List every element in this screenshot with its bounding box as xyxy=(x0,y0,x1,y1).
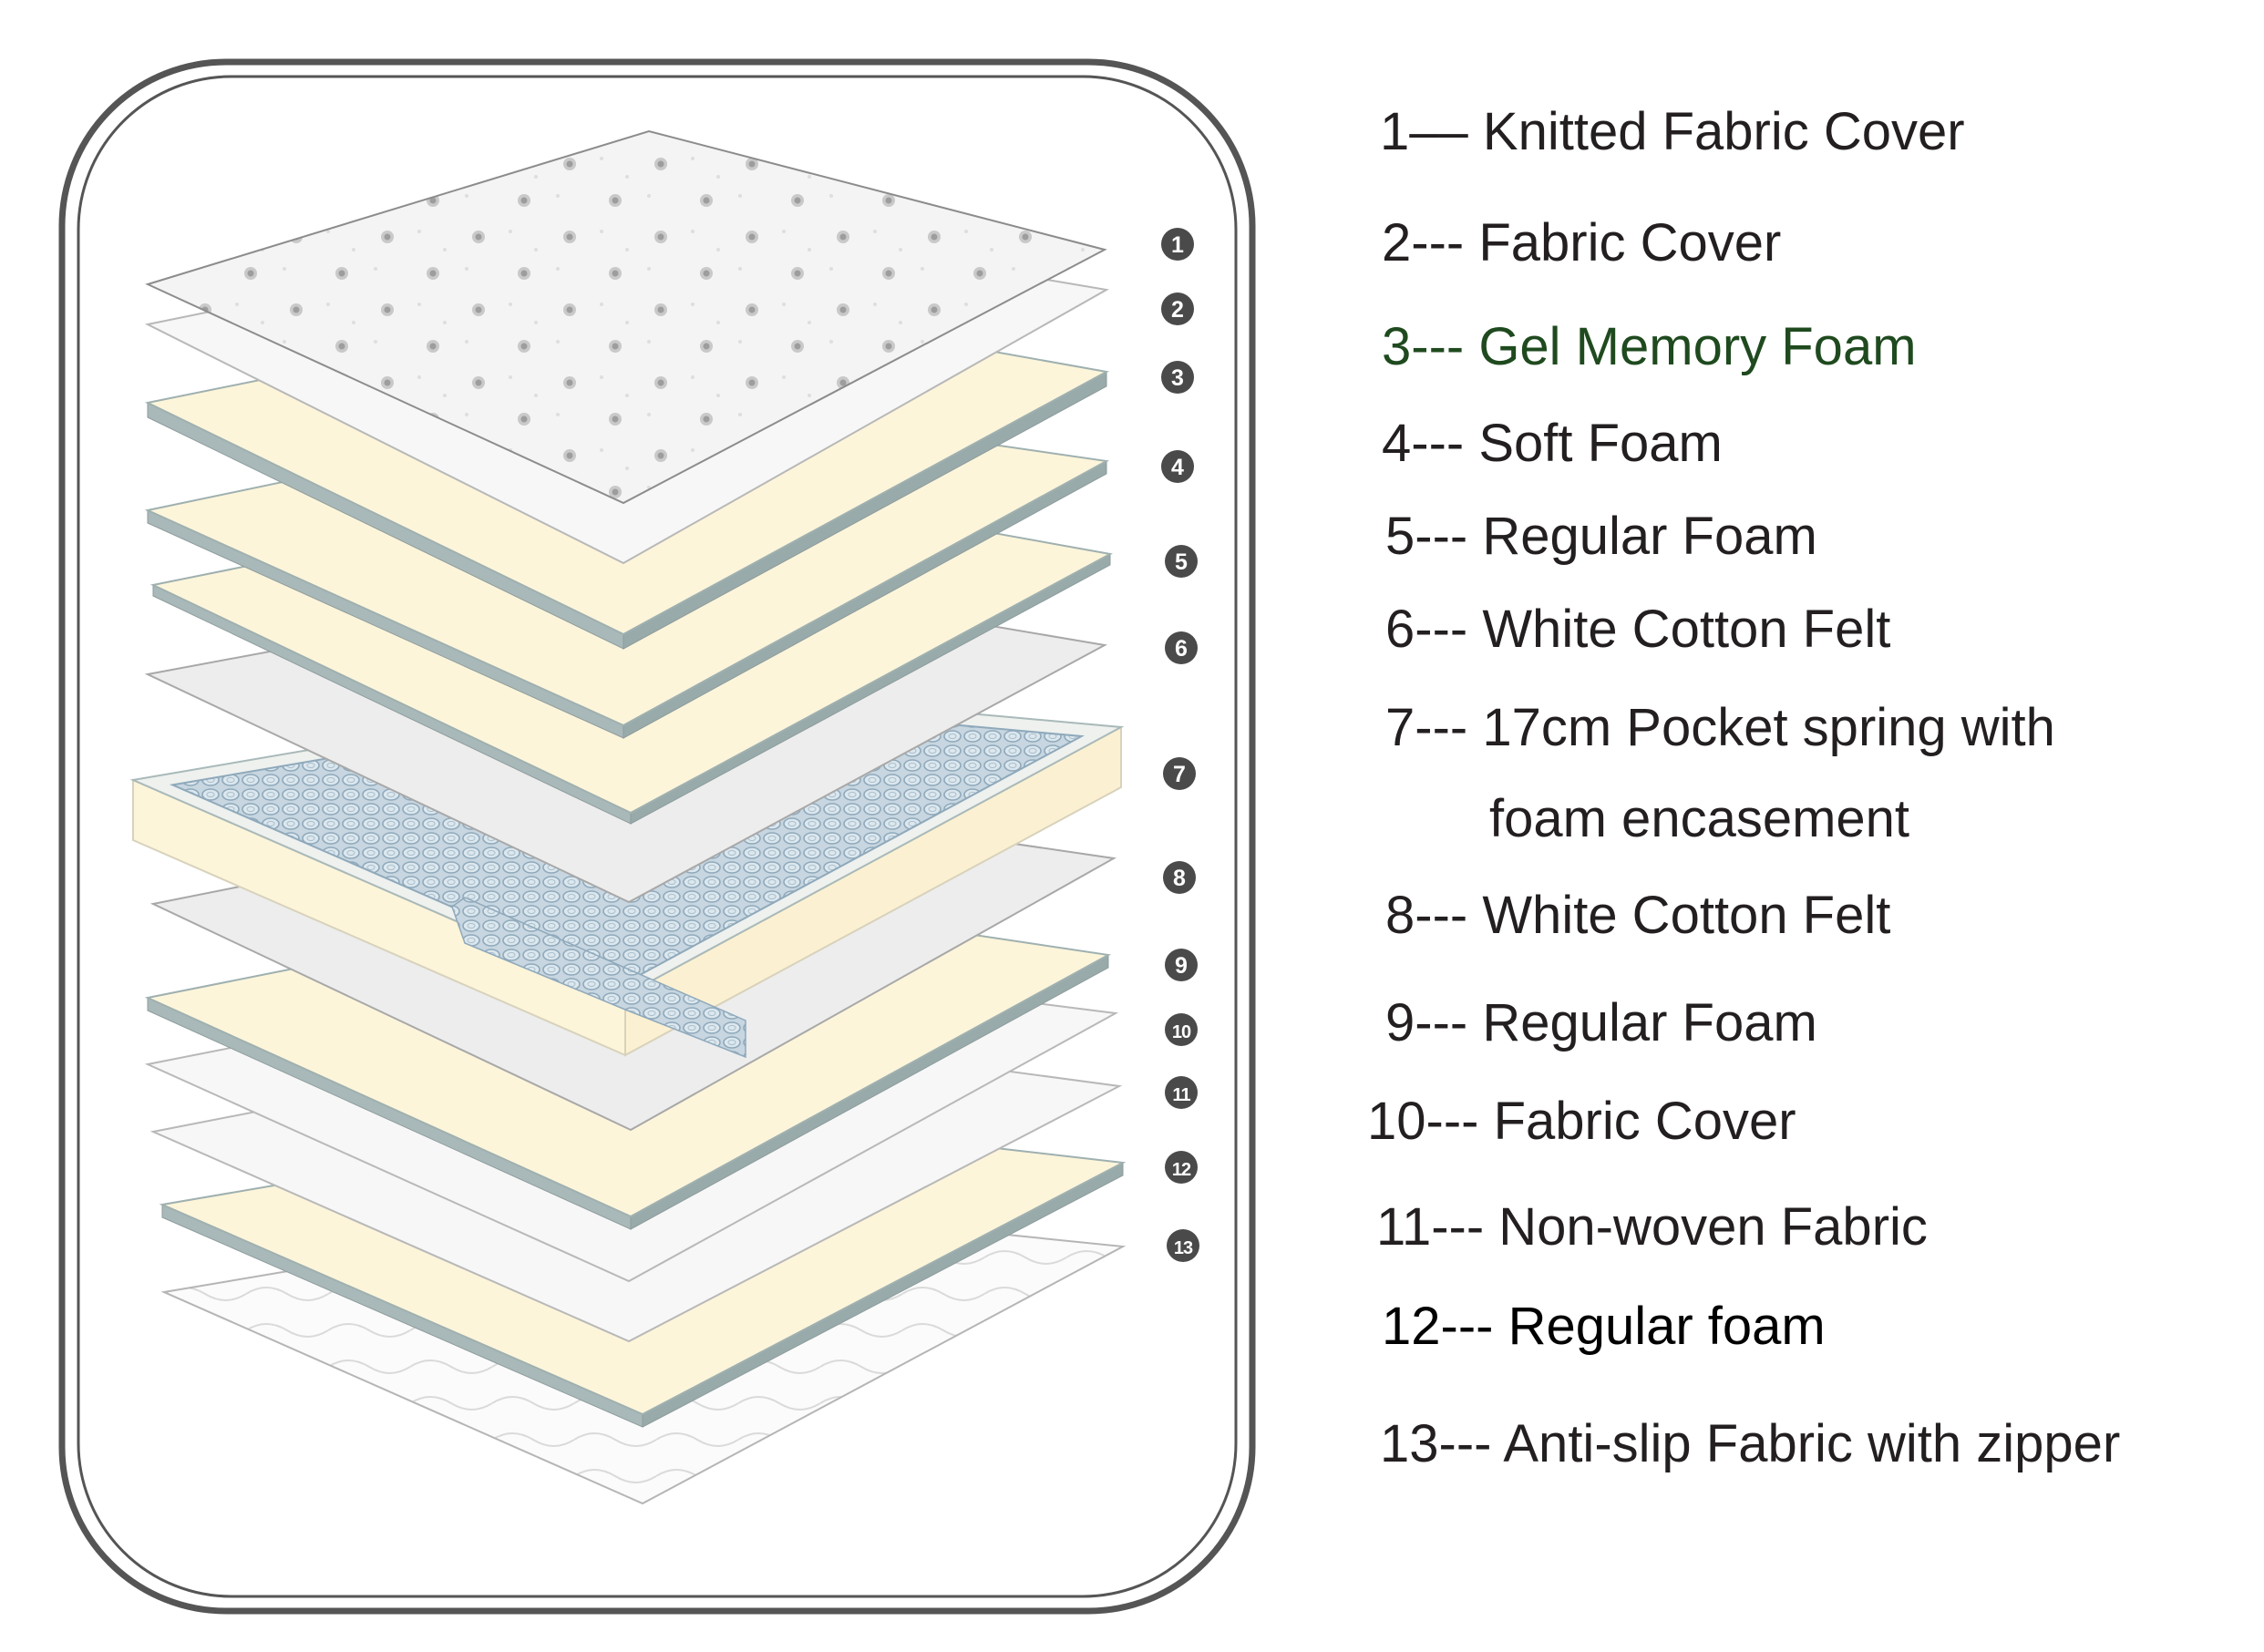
badge-number: 12 xyxy=(1172,1160,1191,1180)
badge-number: 5 xyxy=(1175,549,1188,575)
legend-item: 10--- Fabric Cover xyxy=(1367,1092,1796,1151)
badge-circle xyxy=(1163,757,1196,790)
badge-number: 8 xyxy=(1173,866,1186,891)
layer-top-face xyxy=(145,129,1107,505)
legend-item: 11--- Non-woven Fabric xyxy=(1376,1197,1928,1257)
mattress-layers xyxy=(129,129,1127,1505)
legend-item: 3--- Gel Memory Foam xyxy=(1382,317,1917,376)
legend-item: 7--- 17cm Pocket spring with xyxy=(1385,698,2055,757)
layer-badge: 9 xyxy=(1165,949,1198,981)
badge-number: 1 xyxy=(1171,232,1184,258)
legend-item: 6--- White Cotton Felt xyxy=(1385,600,1890,659)
badge-circle xyxy=(1163,861,1196,894)
badge-circle xyxy=(1161,450,1194,483)
spring-cutaway xyxy=(451,897,746,1059)
badge-number: 11 xyxy=(1172,1085,1190,1105)
layer-badge: 13 xyxy=(1167,1229,1199,1262)
layer-knitted xyxy=(145,129,1107,505)
badge-circle xyxy=(1161,292,1194,325)
badge-circle xyxy=(1165,545,1198,578)
layer-badge: 5 xyxy=(1165,545,1198,578)
legend-item: 2--- Fabric Cover xyxy=(1382,213,1781,272)
badge-circle xyxy=(1161,228,1194,261)
badge-number: 6 xyxy=(1175,636,1188,662)
legend-item: 13--- Anti-slip Fabric with zipper xyxy=(1380,1414,2120,1473)
badge-number: 7 xyxy=(1173,762,1186,787)
frame-outer xyxy=(58,58,1256,1615)
legend: 1–– Knitted Fabric Cover 2--- Fabric Cove… xyxy=(1367,102,2120,1473)
legend-item: 4--- Soft Foam xyxy=(1382,414,1723,473)
legend-item: 8--- White Cotton Felt xyxy=(1385,886,1890,945)
badge-number: 9 xyxy=(1175,953,1188,979)
badge-number: 13 xyxy=(1174,1238,1193,1258)
legend-item: 12--- Regular foam xyxy=(1382,1297,1826,1356)
badge-number: 4 xyxy=(1171,455,1184,480)
layer-badge: 2 xyxy=(1161,292,1194,325)
layer-badge: 10 xyxy=(1165,1013,1198,1046)
badge-circle xyxy=(1165,1076,1198,1109)
layer-badge: 6 xyxy=(1165,631,1198,664)
frame-inner xyxy=(77,75,1238,1598)
badge-circle xyxy=(1165,1151,1198,1184)
badge-number: 3 xyxy=(1171,365,1184,391)
layer-badge: 7 xyxy=(1163,757,1196,790)
layer-badge: 12 xyxy=(1165,1151,1198,1184)
layer-badge: 8 xyxy=(1163,861,1196,894)
badge-circle xyxy=(1165,949,1198,981)
legend-item: 1–– Knitted Fabric Cover xyxy=(1380,102,1965,161)
badge-circle xyxy=(1165,1013,1198,1046)
badge-number: 2 xyxy=(1171,297,1184,323)
badge-circle xyxy=(1161,361,1194,394)
legend-item: foam encasement xyxy=(1489,789,1909,848)
badge-circle xyxy=(1167,1229,1199,1262)
layer-badge: 1 xyxy=(1161,228,1194,261)
badge-number: 10 xyxy=(1172,1022,1191,1042)
legend-item: 5--- Regular Foam xyxy=(1385,507,1817,566)
legend-item: 9--- Regular Foam xyxy=(1385,993,1817,1052)
badge-circle xyxy=(1165,631,1198,664)
layer-badge: 3 xyxy=(1161,361,1194,394)
frame xyxy=(58,58,1256,1615)
layer-badge: 4 xyxy=(1161,450,1194,483)
layer-badge: 11 xyxy=(1165,1076,1198,1109)
